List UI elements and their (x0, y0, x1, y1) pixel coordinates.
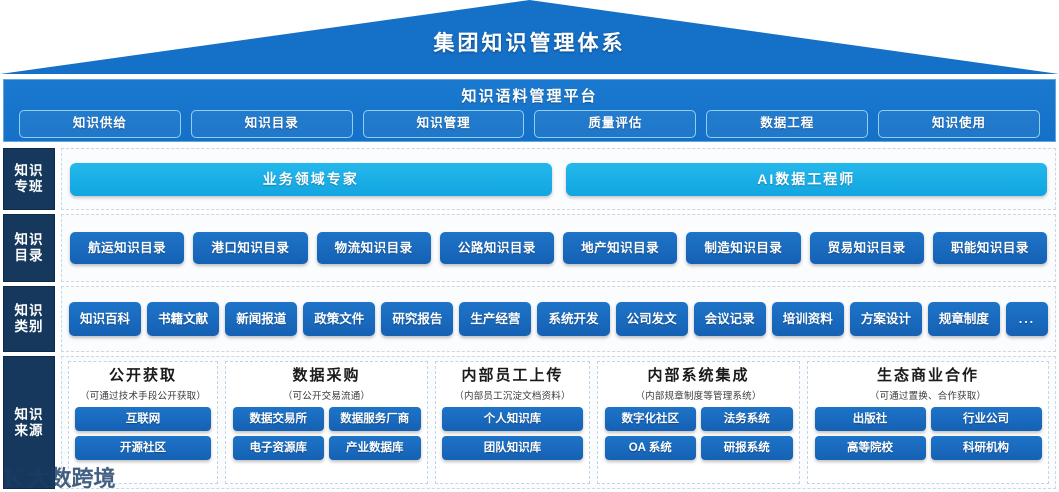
source-column-data-purchase: 数据采购 （可公开交易流通） 数据交易所 数据服务厂商 电子资源库 产业数据库 (225, 361, 428, 484)
row-label-knowledge-team: 知识 专班 (3, 148, 55, 210)
platform-bar: 知识语料管理平台 知识供给 知识目录 知识管理 质量评估 数据工程 知识使用 (3, 79, 1056, 142)
source-item-data-service-vendor[interactable]: 数据服务厂商 (329, 406, 421, 431)
platform-button-knowledge-catalog[interactable]: 知识目录 (190, 110, 353, 138)
catalog-button-trade[interactable]: 贸易知识目录 (809, 232, 924, 264)
catalog-button-highway[interactable]: 公路知识目录 (439, 232, 554, 264)
source-subtitle-ecosystem-cooperation: （可通过置换、合作获取） (869, 390, 987, 402)
row-label-knowledge-category: 知识 类别 (3, 286, 55, 352)
source-item-industry-database[interactable]: 产业数据库 (329, 435, 421, 460)
row-knowledge-source: 知识 来源 公开获取 （可通过技术手段公开获取） 互联网 开源社区 数据采购 （… (3, 356, 1056, 489)
category-button-rules-regulations[interactable]: 规章制度 (927, 302, 1000, 336)
source-column-internal-system: 内部系统集成 （内部规章制度等管理系统） 数字化社区 法务系统 OA 系统 研报… (597, 361, 800, 484)
catalog-button-real-estate[interactable]: 地产知识目录 (563, 232, 678, 264)
category-button-group: 知识百科 书籍文献 新闻报道 政策文件 研究报告 生产经营 系统开发 公司发文 … (62, 302, 1055, 336)
row-label-knowledge-source: 知识 来源 (3, 356, 55, 489)
roof-section: 集团知识管理体系 (0, 0, 1059, 74)
category-button-more[interactable]: ... (1005, 302, 1048, 336)
row-label-line2: 目录 (14, 248, 44, 263)
source-subtitle-internal-system: （内部规章制度等管理系统） (635, 390, 762, 402)
source-item-university[interactable]: 高等院校 (814, 435, 926, 460)
source-title-ecosystem-cooperation: 生态商业合作 (876, 367, 979, 384)
source-title-internal-system: 内部系统集成 (647, 367, 750, 384)
source-subtitle-public-access: （可通过技术手段公开获取） (79, 390, 207, 402)
row-label-line2: 专班 (14, 179, 44, 194)
category-button-research-report[interactable]: 研究报告 (381, 302, 454, 336)
catalog-button-manufacturing[interactable]: 制造知识目录 (686, 232, 801, 264)
source-item-team-knowledge-base[interactable]: 团队知识库 (442, 435, 583, 460)
category-button-encyclopedia[interactable]: 知识百科 (69, 302, 142, 336)
source-column-ecosystem-cooperation: 生态商业合作 （可通过置换、合作获取） 出版社 行业公司 高等院校 科研机构 (807, 361, 1049, 484)
source-item-research-report-system[interactable]: 研报系统 (701, 435, 793, 460)
catalog-button-group: 航运知识目录 港口知识目录 物流知识目录 公路知识目录 地产知识目录 制造知识目… (62, 232, 1055, 264)
source-item-research-institute[interactable]: 科研机构 (930, 435, 1042, 460)
platform-button-knowledge-management[interactable]: 知识管理 (362, 110, 525, 138)
source-item-personal-knowledge-base[interactable]: 个人知识库 (442, 406, 583, 431)
row-label-line2: 类别 (14, 319, 44, 334)
source-column-public-access: 公开获取 （可通过技术手段公开获取） 互联网 开源社区 (68, 361, 218, 484)
platform-title: 知识语料管理平台 (461, 88, 598, 105)
source-item-group-internal-system: 数字化社区 法务系统 OA 系统 研报系统 (604, 406, 793, 460)
platform-button-quality-assessment[interactable]: 质量评估 (534, 110, 697, 138)
row-label-knowledge-catalog: 知识 目录 (3, 214, 55, 282)
team-bar-ai-data-engineer[interactable]: AI数据工程师 (565, 162, 1047, 196)
source-item-digital-community[interactable]: 数字化社区 (604, 406, 696, 431)
source-item-data-exchange[interactable]: 数据交易所 (232, 406, 324, 431)
page-title: 集团知识管理体系 (433, 32, 626, 55)
category-button-books-literature[interactable]: 书籍文献 (147, 302, 220, 336)
category-button-system-development[interactable]: 系统开发 (537, 302, 610, 336)
source-item-internet[interactable]: 互联网 (75, 406, 211, 431)
source-subtitle-employee-upload: （内部员工沉淀文档资料） (454, 390, 571, 402)
source-column-group: 公开获取 （可通过技术手段公开获取） 互联网 开源社区 数据采购 （可公开交易流… (62, 357, 1055, 488)
catalog-button-port[interactable]: 港口知识目录 (193, 232, 308, 264)
source-item-oa-system[interactable]: OA 系统 (604, 435, 696, 460)
row-body-knowledge-category: 知识百科 书籍文献 新闻报道 政策文件 研究报告 生产经营 系统开发 公司发文 … (61, 286, 1056, 352)
catalog-button-logistics[interactable]: 物流知识目录 (316, 232, 431, 264)
source-title-employee-upload: 内部员工上传 (461, 367, 564, 384)
source-item-industry-company[interactable]: 行业公司 (930, 406, 1042, 431)
row-label-line2: 来源 (14, 422, 44, 438)
source-item-open-source-community[interactable]: 开源社区 (75, 435, 211, 460)
platform-button-knowledge-usage[interactable]: 知识使用 (878, 110, 1040, 138)
source-column-employee-upload: 内部员工上传 （内部员工沉淀文档资料） 个人知识库 团队知识库 (435, 361, 590, 484)
row-body-knowledge-source: 公开获取 （可通过技术手段公开获取） 互联网 开源社区 数据采购 （可公开交易流… (61, 356, 1056, 489)
source-item-group-public-access: 互联网 开源社区 (75, 406, 211, 460)
category-button-news-report[interactable]: 新闻报道 (225, 302, 298, 336)
row-label-line1: 知识 (14, 232, 44, 248)
category-button-production-operation[interactable]: 生产经营 (459, 302, 532, 336)
catalog-button-shipping[interactable]: 航运知识目录 (70, 232, 185, 264)
row-knowledge-team: 知识 专班 业务领域专家 AI数据工程师 (3, 148, 1056, 210)
row-label-line1: 知识 (14, 406, 44, 422)
team-bar-group: 业务领域专家 AI数据工程师 (62, 162, 1055, 196)
platform-button-data-engineering[interactable]: 数据工程 (706, 110, 869, 138)
category-button-policy-document[interactable]: 政策文件 (303, 302, 376, 336)
source-item-legal-system[interactable]: 法务系统 (701, 406, 793, 431)
category-button-company-document[interactable]: 公司发文 (615, 302, 688, 336)
row-label-line1: 知识 (14, 163, 44, 179)
source-title-public-access: 公开获取 (108, 367, 177, 384)
row-body-knowledge-catalog: 航运知识目录 港口知识目录 物流知识目录 公路知识目录 地产知识目录 制造知识目… (61, 214, 1056, 282)
source-item-publisher[interactable]: 出版社 (814, 406, 926, 431)
row-body-knowledge-team: 业务领域专家 AI数据工程师 (61, 148, 1056, 210)
row-label-line1: 知识 (14, 303, 44, 319)
source-item-group-data-purchase: 数据交易所 数据服务厂商 电子资源库 产业数据库 (232, 406, 421, 460)
source-item-electronic-resource-library[interactable]: 电子资源库 (232, 435, 324, 460)
category-button-meeting-minutes[interactable]: 会议记录 (693, 302, 766, 336)
category-button-solution-design[interactable]: 方案设计 (849, 302, 922, 336)
source-item-group-employee-upload: 个人知识库 团队知识库 (442, 406, 583, 460)
catalog-button-functional[interactable]: 职能知识目录 (932, 232, 1047, 264)
row-knowledge-category: 知识 类别 知识百科 书籍文献 新闻报道 政策文件 研究报告 生产经营 系统开发… (3, 286, 1056, 352)
team-bar-domain-expert[interactable]: 业务领域专家 (70, 162, 552, 196)
category-button-training-material[interactable]: 培训资料 (771, 302, 844, 336)
platform-button-knowledge-supply[interactable]: 知识供给 (19, 110, 181, 138)
source-subtitle-data-purchase: （可公开交易流通） (282, 390, 371, 402)
row-knowledge-catalog: 知识 目录 航运知识目录 港口知识目录 物流知识目录 公路知识目录 地产知识目录… (3, 214, 1056, 282)
platform-button-group: 知识供给 知识目录 知识管理 质量评估 数据工程 知识使用 (4, 106, 1055, 138)
source-item-group-ecosystem-cooperation: 出版社 行业公司 高等院校 科研机构 (814, 406, 1042, 460)
source-title-data-purchase: 数据采购 (292, 367, 361, 384)
